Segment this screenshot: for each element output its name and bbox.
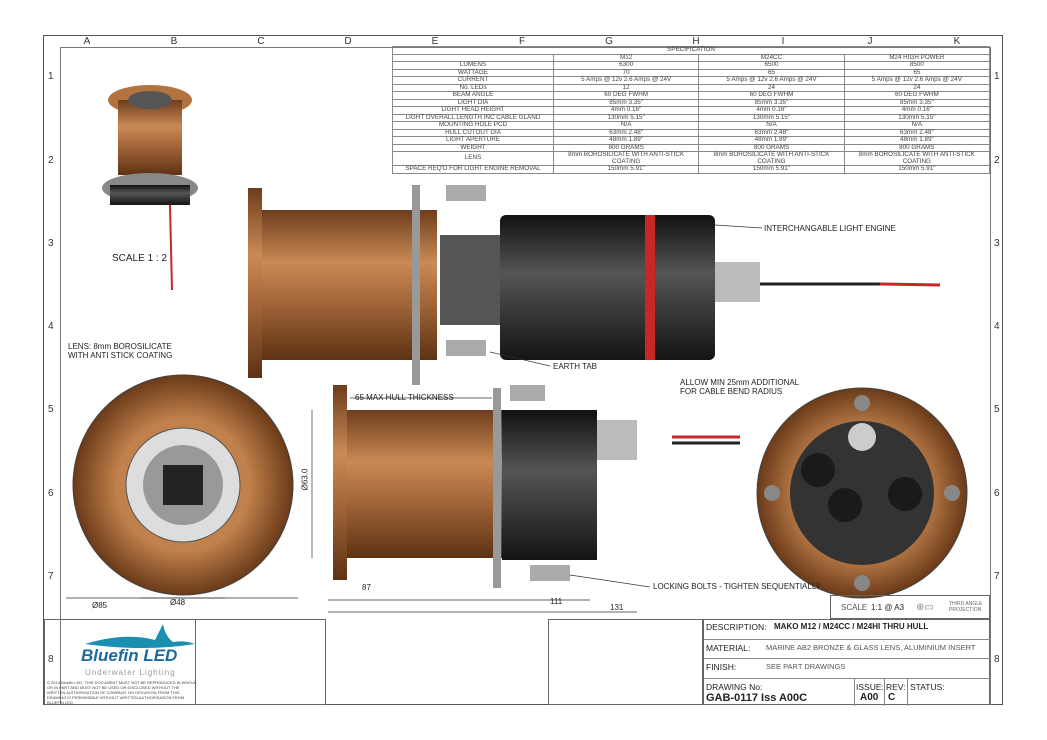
grid-column-label: J xyxy=(867,36,873,47)
rear-view xyxy=(756,387,968,599)
grid-column-label: I xyxy=(781,36,785,47)
issue-label: ISSUE: xyxy=(856,682,884,692)
brand-name: Bluefin LED xyxy=(81,646,178,665)
side-view-section xyxy=(333,385,740,588)
dimension-lines xyxy=(66,224,763,613)
grid-column-label: F xyxy=(518,36,526,47)
grid-row-label: 4 xyxy=(994,321,1000,332)
hull-thickness-label: 65 MAX HULL THICKNESS xyxy=(355,393,454,402)
rev-value: C xyxy=(888,692,896,703)
grid-column-label: K xyxy=(953,36,961,47)
status-label: STATUS: xyxy=(910,682,945,692)
projection-icon: ⊕▭ xyxy=(916,602,934,613)
drawing-no-label: DRAWING No: xyxy=(706,682,763,692)
iso-scale-label: SCALE 1 : 2 xyxy=(112,253,168,264)
grid-row-label: 7 xyxy=(994,571,1000,582)
light-engine-label: INTERCHANGABLE LIGHT ENGINE xyxy=(764,224,896,233)
rev-label: REV: xyxy=(886,682,906,692)
grid-row-label: 7 xyxy=(48,571,54,582)
grid-row-label: 5 xyxy=(48,404,54,415)
grid-column-label: B xyxy=(170,36,178,47)
spec-cell: 8mm BOROSILICATE WITH ANTI-STICK COATING xyxy=(698,151,845,166)
scale-box: SCALE 1:1 @ A3 ⊕▭ THIRD ANGLE PROJECTION xyxy=(830,595,990,619)
cable-bend-label: ALLOW MIN 25mm ADDITIONAL xyxy=(680,378,800,387)
grid-row-label: 1 xyxy=(48,71,54,82)
isometric-view xyxy=(102,85,198,291)
grid-row-label: 8 xyxy=(48,654,54,665)
spec-cell: 8mm BOROSILICATE WITH ANTI-STICK COATING xyxy=(552,151,700,166)
grid-row-label: 2 xyxy=(994,155,1000,166)
grid-row-label: 1 xyxy=(994,71,1000,82)
description-value: MAKO M12 / M24CC / M24HI THRU HULL xyxy=(774,622,929,631)
grid-column-label: C xyxy=(257,36,265,47)
projection-label: THIRD ANGLE PROJECTION xyxy=(949,601,983,613)
dim-87: 87 xyxy=(362,583,371,592)
blank-box xyxy=(548,619,703,705)
grid-column-label: A xyxy=(83,36,91,47)
dim-63: Ø63.0 xyxy=(300,468,310,491)
material-label: MATERIAL: xyxy=(706,643,751,653)
dim-48: Ø48 xyxy=(170,598,186,607)
material-value: MARINE AB2 BRONZE & GLASS LENS, ALUMINIU… xyxy=(766,643,976,652)
brand-tagline: Underwater Lighting xyxy=(85,668,176,677)
grid-row-label: 6 xyxy=(994,488,1000,499)
grid-row-label: 3 xyxy=(994,238,1000,249)
title-info-block: DESCRIPTION: MAKO M12 / M24CC / M24HI TH… xyxy=(703,619,991,706)
earth-tab-label: EARTH TAB xyxy=(553,362,598,371)
scale-value: 1:1 @ A3 xyxy=(871,603,905,612)
locking-bolts-label: LOCKING BOLTS - TIGHTEN SEQUENTIALLY xyxy=(653,582,822,591)
lens-label-2: WITH ANTI STICK COATING xyxy=(68,351,173,360)
dim-111: 111 xyxy=(550,597,563,606)
spec-cell: 150mm 5.91" xyxy=(843,165,991,174)
front-view xyxy=(72,374,294,596)
grid-row-label: 3 xyxy=(48,238,54,249)
drawing-frame xyxy=(43,35,1003,705)
grid-row-label: 6 xyxy=(48,488,54,499)
grid-column-label: H xyxy=(692,36,700,47)
grid-column-label: G xyxy=(605,36,613,47)
logo-box: Bluefin LED Underwater Lighting © 2014 B… xyxy=(44,619,326,705)
grid-column-label: D xyxy=(344,36,352,47)
description-label: DESCRIPTION: xyxy=(706,622,767,632)
fin-logo-icon xyxy=(85,624,195,648)
grid-row-label: 5 xyxy=(994,404,1000,415)
grid-row-label: 8 xyxy=(994,654,1000,665)
cable-bend-label-2: FOR CABLE BEND RADIUS xyxy=(680,387,783,396)
grid-column-label: E xyxy=(431,36,439,47)
grid-row-label: 4 xyxy=(48,321,54,332)
dim-85: Ø85 xyxy=(92,601,108,610)
copyright-notice: © 2014 Bluefin LED. THIS DOCUMENT MUST N… xyxy=(47,680,197,705)
dim-131: 131 xyxy=(610,603,624,612)
finish-label: FINISH: xyxy=(706,662,737,672)
finish-value: SEE PART DRAWINGS xyxy=(766,662,846,671)
side-view-assembled xyxy=(248,185,941,385)
spec-cell: 8mm BOROSILICATE WITH ANTI-STICK COATING xyxy=(843,151,991,166)
grid-row-label: 2 xyxy=(48,155,54,166)
scale-label: SCALE xyxy=(841,603,868,612)
issue-value: A00 xyxy=(860,692,879,703)
lens-label: LENS: 8mm BOROSILICATE xyxy=(68,342,172,351)
drawing-no-value: GAB-0117 Iss A00C xyxy=(706,692,808,704)
